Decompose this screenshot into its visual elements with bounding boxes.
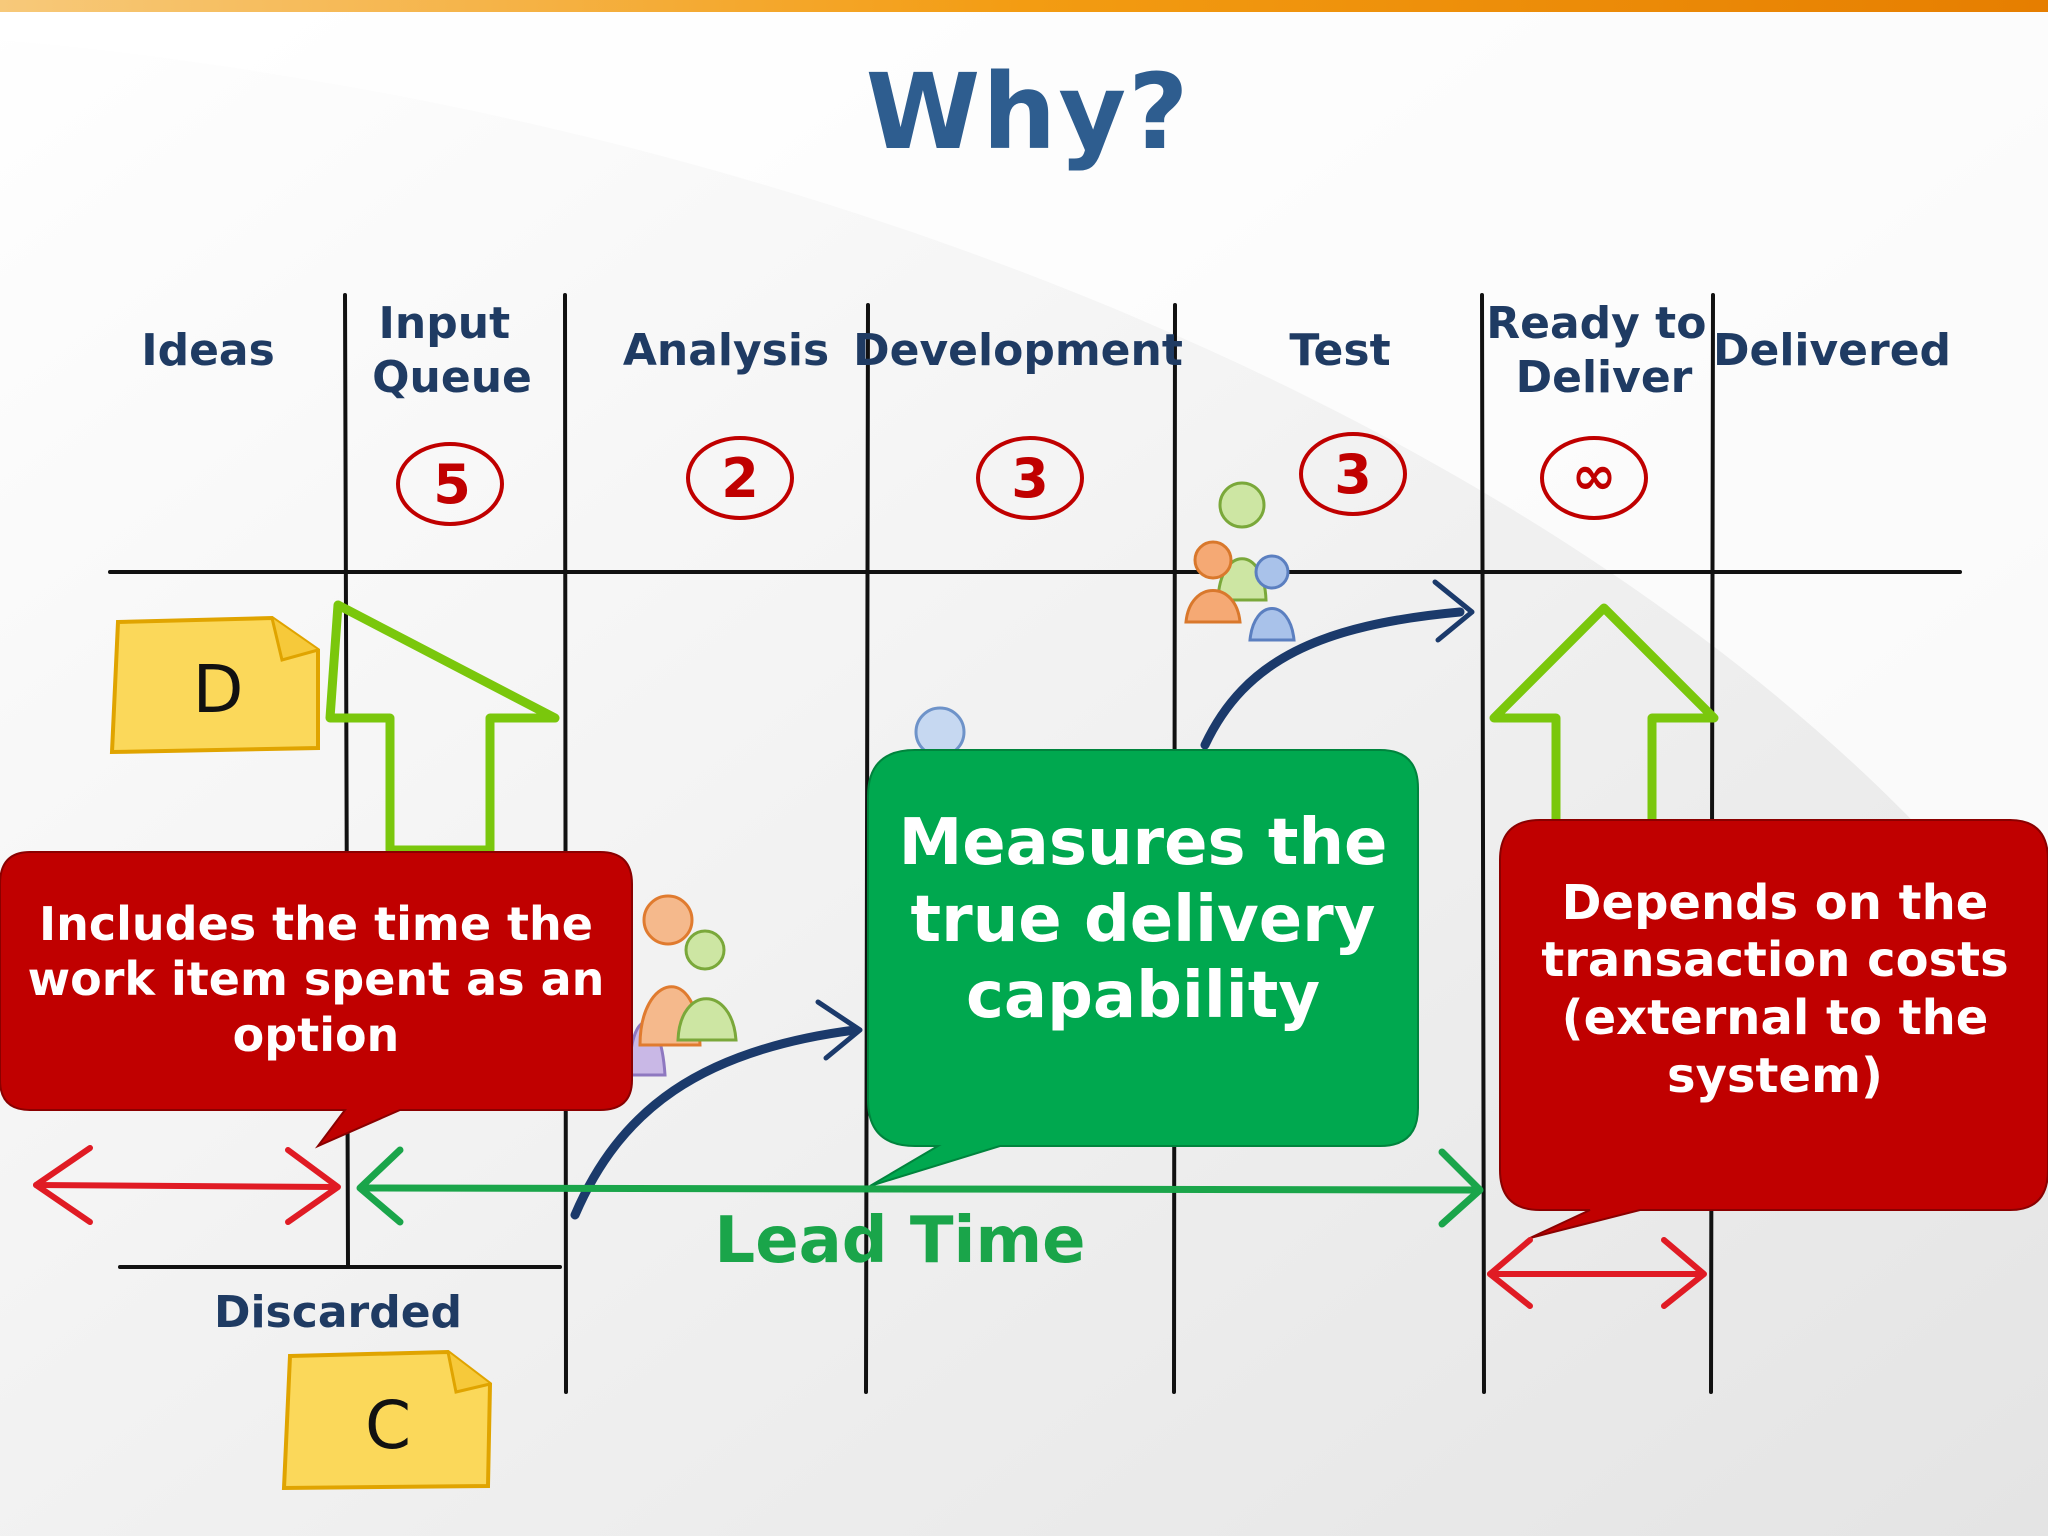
sticky-note-letter: C bbox=[365, 1387, 411, 1464]
column-header-line: Input bbox=[379, 298, 511, 349]
wip-circle bbox=[1299, 432, 1407, 516]
wip-limit-ready-to-deliver: ∞ bbox=[1540, 436, 1648, 520]
option-time-head-right bbox=[285, 1147, 341, 1225]
person-body bbox=[1184, 589, 1242, 624]
column-header-analysis: Analysis bbox=[623, 325, 829, 376]
lead-time-arrow bbox=[356, 1146, 1484, 1228]
callout-left: Includes the time the work item spent as… bbox=[18, 870, 614, 1090]
sticky-note-d: D bbox=[109, 615, 320, 755]
column-header-test: Test bbox=[1289, 325, 1390, 376]
person-head bbox=[914, 706, 966, 758]
lead-time-label: Lead Time bbox=[714, 1204, 1085, 1278]
sticky-note-fold bbox=[270, 617, 319, 662]
column-header-line: Ready to bbox=[1486, 298, 1706, 349]
callout-left-bubble bbox=[0, 851, 633, 1149]
wip-circle bbox=[686, 436, 794, 520]
background-swoosh bbox=[0, 0, 2048, 980]
flow-arrow-test-head bbox=[1432, 579, 1475, 643]
callout-center-text: Measures the true delivery capability bbox=[898, 805, 1388, 1034]
column-header-line: Deliver bbox=[1516, 352, 1693, 403]
column-divider bbox=[563, 293, 568, 1394]
lead-time-head-right bbox=[1438, 1148, 1484, 1228]
callout-right-bubble bbox=[1499, 819, 2048, 1239]
person-head bbox=[1254, 554, 1290, 590]
sticky-note-paper bbox=[109, 615, 320, 755]
people-icon-analysis bbox=[628, 894, 738, 1077]
delivery-time-head-right bbox=[1661, 1237, 1707, 1309]
person-body bbox=[1248, 607, 1296, 642]
discarded-label: Discarded bbox=[214, 1287, 462, 1338]
sticky-note-paper bbox=[281, 1349, 493, 1491]
wip-limit-analysis: 2 bbox=[686, 436, 794, 520]
wip-limits: 5 2 3 3 ∞ bbox=[396, 432, 1648, 526]
column-header-development: Development bbox=[853, 325, 1183, 376]
wip-limit-test: 3 bbox=[1299, 432, 1407, 516]
lead-time-head-left bbox=[356, 1146, 404, 1226]
flow-arrow-analysis-head bbox=[815, 999, 863, 1061]
person-body bbox=[676, 997, 738, 1042]
wip-value: 5 bbox=[433, 453, 471, 516]
flow-arrow-analysis bbox=[570, 1025, 860, 1220]
column-header-input-queue: Input Queue bbox=[372, 298, 532, 403]
people-icon-test bbox=[1184, 481, 1296, 642]
slide-title: Why? bbox=[866, 51, 1191, 173]
callout-right-text: Depends on the transaction costs (extern… bbox=[1541, 874, 2009, 1104]
wip-circle bbox=[1540, 436, 1648, 520]
callout-center-bubble bbox=[867, 749, 1419, 1187]
wip-value: 3 bbox=[1011, 447, 1049, 510]
column-divider bbox=[1480, 293, 1486, 1394]
top-accent-bar bbox=[0, 0, 2048, 12]
delivery-time-head-left bbox=[1487, 1237, 1533, 1309]
person-head bbox=[684, 929, 726, 971]
person-head bbox=[1193, 540, 1233, 580]
wip-value: 3 bbox=[1334, 443, 1372, 506]
pull-arrow-input-queue bbox=[325, 600, 560, 855]
option-time-arrow bbox=[33, 1145, 341, 1225]
wip-circle bbox=[976, 436, 1084, 520]
wip-circle bbox=[396, 442, 504, 526]
sticky-note-letter: D bbox=[193, 651, 244, 728]
callout-center: Measures the true delivery capability bbox=[890, 770, 1396, 1070]
column-header-line: Queue bbox=[372, 352, 532, 403]
delivery-time-arrow bbox=[1487, 1237, 1707, 1309]
person-head bbox=[1218, 481, 1266, 529]
wip-limit-development: 3 bbox=[976, 436, 1084, 520]
lead-time-shaft bbox=[358, 1184, 1482, 1194]
column-headers: Ideas Input Queue Analysis Development T… bbox=[141, 298, 1951, 403]
person-head bbox=[642, 894, 694, 946]
people-icon-development bbox=[914, 706, 966, 758]
callout-right: Depends on the transaction costs (extern… bbox=[1520, 840, 2030, 1140]
wip-value: ∞ bbox=[1572, 444, 1617, 507]
sticky-note-fold bbox=[446, 1351, 491, 1394]
option-time-shaft bbox=[33, 1182, 339, 1190]
wip-limit-input-queue: 5 bbox=[396, 442, 504, 526]
column-header-delivered: Delivered bbox=[1713, 325, 1951, 376]
sticky-note-c: C bbox=[281, 1349, 493, 1491]
column-header-ready-to-deliver: Ready to Deliver bbox=[1486, 298, 1722, 403]
callout-left-text: Includes the time the work item spent as… bbox=[27, 897, 605, 1062]
column-header-ideas: Ideas bbox=[141, 325, 275, 376]
flow-arrow-test bbox=[1200, 607, 1465, 750]
wip-value: 2 bbox=[721, 447, 759, 510]
option-time-head-left bbox=[33, 1145, 93, 1225]
